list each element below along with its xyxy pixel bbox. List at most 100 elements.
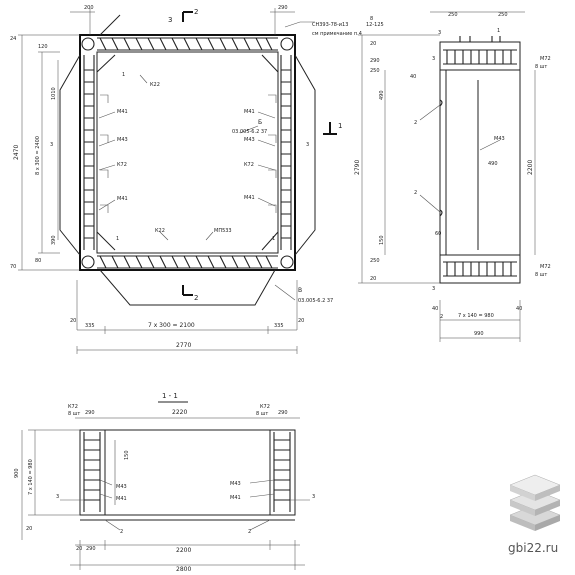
plan-label-k72-l: К72: [117, 162, 127, 168]
plan-label-n3b: 3: [306, 142, 309, 148]
plan-label-k22-top: К22: [150, 82, 160, 88]
section1-left-dim-900: 900: [14, 468, 20, 478]
section1-top-dim-right: 290: [278, 410, 288, 416]
section2-right-label-top-2: 8 шт: [535, 64, 547, 70]
plan-label-m43-l: М43: [117, 137, 128, 143]
plan-label-k72-r: К72: [244, 162, 254, 168]
plan-label-mp533: МП533: [214, 228, 232, 234]
section2-height-total: 2790: [354, 160, 361, 175]
section1-leaders: [60, 479, 310, 531]
plan-bottom-small-right: 20: [298, 318, 304, 324]
plan-note-sheet: 8: [370, 16, 373, 22]
section2-top-label-1: 3: [438, 30, 441, 36]
section2-small-2: 290: [370, 58, 380, 64]
plan-overall-width: 2770: [176, 342, 191, 349]
plan-corner-bars: [81, 37, 294, 269]
plan-left-edge-dim-1: 24: [10, 36, 16, 42]
section1-top-dim-left: 290: [85, 410, 95, 416]
section1-bottom-small-1: 20: [76, 546, 82, 552]
plan-top-dim-right: 290: [278, 5, 288, 11]
plan-bottom-small-left: 20: [70, 318, 76, 324]
section2-label-2a: 2: [414, 120, 417, 126]
section2-small-1: 20: [370, 41, 376, 47]
plan-callout-b: Б: [258, 119, 262, 126]
section2-lower: 150: [379, 235, 385, 245]
plan-view: 3 2 2 1 200 290 2470 8 x 300 = 2400 1010…: [10, 5, 384, 354]
section1-bottom-inner: 2200: [176, 547, 191, 554]
section1-dimensions: [21, 417, 305, 570]
section2-small-4: 40: [410, 74, 416, 80]
watermark-text: gbi22.ru: [508, 541, 558, 555]
plan-left-low: 390: [51, 235, 57, 245]
section1-k72-left-sub: 8 шт: [68, 411, 80, 417]
section1-bottom-small-2: 290: [86, 546, 96, 552]
section2-right-label-bot-1: М72: [540, 264, 551, 270]
plan-section-mark-top-num: 3: [168, 16, 172, 24]
section1-label-2-l: 2: [120, 529, 123, 535]
plan-label-n3: 3: [50, 142, 53, 148]
plan-label-k22-bottom: К22: [155, 228, 165, 234]
section2-left-label-bottom: 3: [432, 286, 435, 292]
plan-leaders: [98, 21, 315, 301]
section2-leaders: [419, 104, 501, 213]
plan-callout-v: В: [298, 287, 302, 294]
plan-overall-height: 2470: [13, 145, 20, 160]
plan-label-m41-r1: М41: [244, 109, 255, 115]
section2-right-label-bot-2: 8 шт: [535, 272, 547, 278]
plan-haunches: [59, 14, 316, 306]
section2-label-2b: 2: [414, 190, 417, 196]
section1-left-rebar: [83, 432, 101, 512]
section2-top-label-2: 1: [497, 28, 500, 34]
watermark-logo: [509, 474, 561, 531]
section2-bottom-rebar: [443, 261, 517, 277]
plan-right-mesh: [280, 55, 292, 250]
plan-label-m41-l2: М41: [117, 196, 128, 202]
plan-outer-wall: [79, 34, 296, 271]
section2-m43: М43: [494, 136, 505, 142]
plan-label-m41-l1: М41: [117, 109, 128, 115]
section1-right-wall: [269, 429, 296, 516]
section1-left-dim-spacing: 7 x 140 = 980: [28, 459, 34, 495]
section-1-view: 1 - 1 290 2220 290 К72 8 шт К72 8 шт 900…: [14, 392, 315, 573]
section1-label-3-r: 3: [312, 494, 315, 500]
section2-bottom-small-1: 40: [432, 306, 438, 312]
section2-right-label-top-1: М72: [540, 56, 551, 62]
section2-small-6: 250: [370, 258, 380, 264]
section2-bottom-slab: [439, 254, 521, 284]
section2-small-3: 250: [370, 68, 380, 74]
section1-k72-left: К72: [68, 404, 78, 410]
section2-small-7: 20: [370, 276, 376, 282]
section2-left-label-top: 3: [432, 56, 435, 62]
plan-label-m41-r2: М41: [244, 195, 255, 201]
section1-m41-r: М41: [230, 495, 241, 501]
plan-section-mark-top: 2: [194, 8, 198, 16]
plan-left-bars: [100, 94, 277, 213]
plan-bottom-side-left: 335: [85, 323, 95, 329]
section1-k72-right: К72: [260, 404, 270, 410]
plan-spacing-left: 8 x 300 = 2400: [35, 136, 41, 175]
section2-anchors: [439, 99, 443, 217]
section1-k72-right-sub: 8 шт: [256, 411, 268, 417]
plan-callout-b-ref: 03.005-6.2 37: [232, 129, 267, 135]
plan-bottom-rebar: [97, 255, 278, 269]
section1-title: 1 - 1: [162, 392, 178, 400]
plan-label-m43-r: М43: [244, 137, 255, 143]
plan-bottom-side-right: 335: [274, 323, 284, 329]
section1-right-rebar: [273, 432, 291, 512]
plan-top-dim-left: 200: [84, 5, 94, 11]
section1-left-wall: [79, 429, 106, 516]
plan-label-n1: 1: [122, 72, 125, 78]
section2-top-dim-2: 250: [498, 12, 508, 18]
section2-dimensions: [358, 11, 536, 342]
section2-bottom-total: 990: [474, 331, 484, 337]
plan-note-series: СН393-78-и13: [312, 22, 348, 28]
section1-label-3-l: 3: [56, 494, 59, 500]
plan-bottom-spacing: 7 x 300 = 2100: [148, 322, 195, 329]
section1-left-dim-20: 20: [26, 526, 32, 532]
section1-m43-l: М43: [116, 484, 127, 490]
section2-label-2c: 2: [440, 314, 443, 320]
plan-note-sheet-2: 12-125: [366, 22, 384, 28]
section2-inner: 2200: [527, 160, 534, 175]
section2-top-rebar: [443, 36, 517, 65]
plan-note-note: см примечание п.4: [312, 31, 362, 37]
